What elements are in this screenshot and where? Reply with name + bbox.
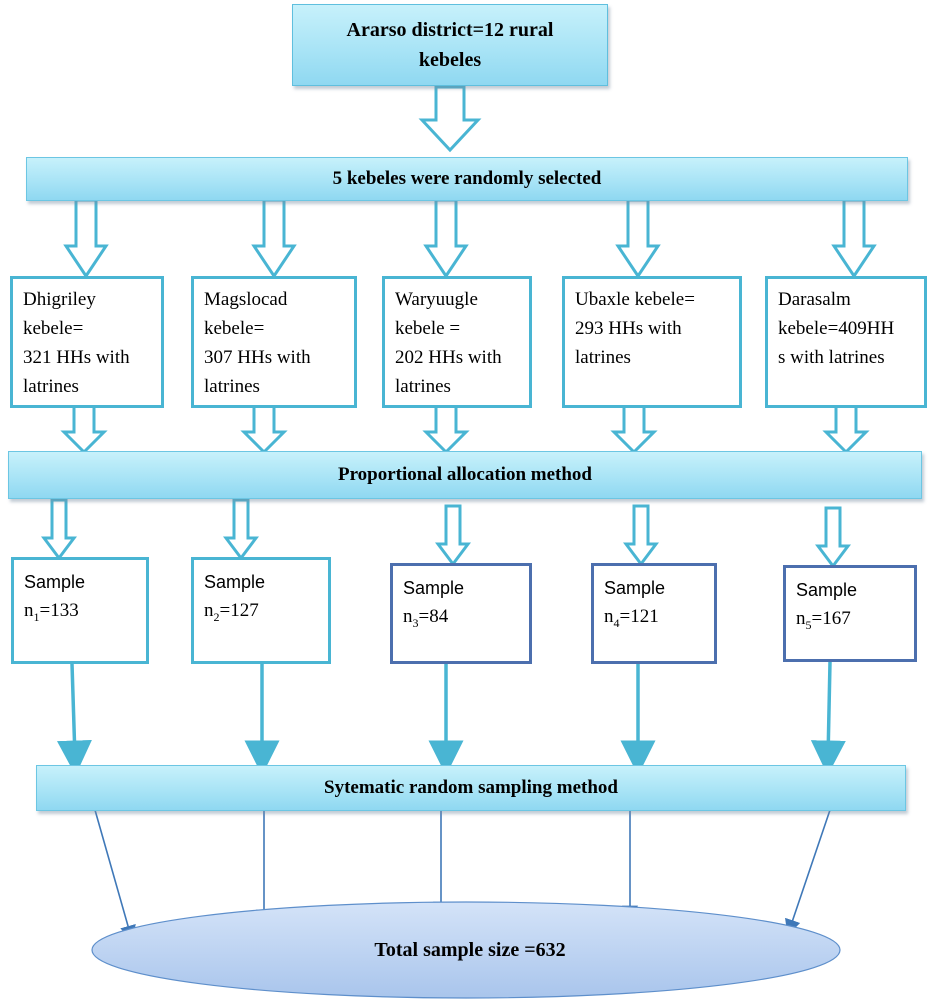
block-arrow-kebele-2 xyxy=(251,198,297,279)
sample-value-4: n4=121 xyxy=(604,606,659,630)
block-arrow-alloc-3 xyxy=(422,404,470,455)
allocation-band: Proportional allocation method xyxy=(8,451,922,499)
block-arrow-kebele-3 xyxy=(423,198,469,279)
total-ellipse xyxy=(91,901,841,999)
allocation-label: Proportional allocation method xyxy=(337,464,593,485)
selection-band: 5 kebeles were randomly selected xyxy=(26,157,908,201)
district-box: Ararso district=12 rural kebeles xyxy=(292,4,608,86)
block-arrow-sample-2 xyxy=(223,498,259,561)
sample-box-4: Sample n4=121 xyxy=(591,563,717,664)
systematic-label: Sytematic random sampling method xyxy=(324,777,618,798)
sample-label-2: Sample xyxy=(204,572,266,592)
arrow-systematic-to-total-1 xyxy=(94,809,136,942)
total-label: Total sample size =632 xyxy=(374,939,566,961)
block-arrow-alloc-2 xyxy=(240,404,288,455)
kebele-box-2: Magslocad kebele= 307 HHs with latrines xyxy=(191,276,357,408)
arrow-sample-5-to-systematic xyxy=(810,661,846,776)
arrow-systematic-to-total-5 xyxy=(785,809,831,936)
sample-box-3: Sample n3=84 xyxy=(390,563,532,664)
sample-box-2: Sample n2=127 xyxy=(191,557,331,664)
kebele-box-1: Dhigriley kebele= 321 HHs with latrines xyxy=(10,276,164,408)
block-arrow-sample-3 xyxy=(435,504,471,567)
sample-label-5: Sample xyxy=(796,580,858,600)
block-arrow-alloc-1 xyxy=(60,404,108,455)
kebele-box-5: Darasalm kebele=409HH s with latrines xyxy=(765,276,927,408)
block-arrow-sample-5 xyxy=(815,506,851,569)
sample-label-3: Sample xyxy=(403,578,465,598)
district-line-1: Ararso district=12 rural xyxy=(346,19,554,41)
sample-value-2: n2=127 xyxy=(204,600,259,624)
sample-box-5: Sample n5=167 xyxy=(783,565,917,662)
sample-label-4: Sample xyxy=(604,578,666,598)
block-arrow-sample-1 xyxy=(41,498,77,561)
block-arrow-top xyxy=(418,85,482,153)
kebele-box-3: Waryuugle kebele = 202 HHs with latrines xyxy=(382,276,532,408)
block-arrow-kebele-4 xyxy=(615,198,661,279)
arrow-sample-1-to-systematic xyxy=(56,663,92,776)
block-arrow-alloc-4 xyxy=(610,404,658,455)
sample-label-1: Sample xyxy=(24,572,86,592)
sample-value-1: n1=133 xyxy=(24,600,79,624)
block-arrow-alloc-5 xyxy=(822,404,870,455)
selection-label: 5 kebeles were randomly selected xyxy=(332,168,602,189)
kebele-box-4: Ubaxle kebele= 293 HHs with latrines xyxy=(562,276,742,408)
sample-value-5: n5=167 xyxy=(796,608,851,632)
block-arrow-kebele-1 xyxy=(63,198,109,279)
block-arrow-sample-4 xyxy=(623,504,659,567)
systematic-band: Sytematic random sampling method xyxy=(36,765,906,811)
sample-box-1: Sample n1=133 xyxy=(11,557,149,664)
district-line-2: kebeles xyxy=(418,49,482,71)
sample-value-3: n3=84 xyxy=(403,606,449,630)
block-arrow-kebele-5 xyxy=(831,198,877,279)
